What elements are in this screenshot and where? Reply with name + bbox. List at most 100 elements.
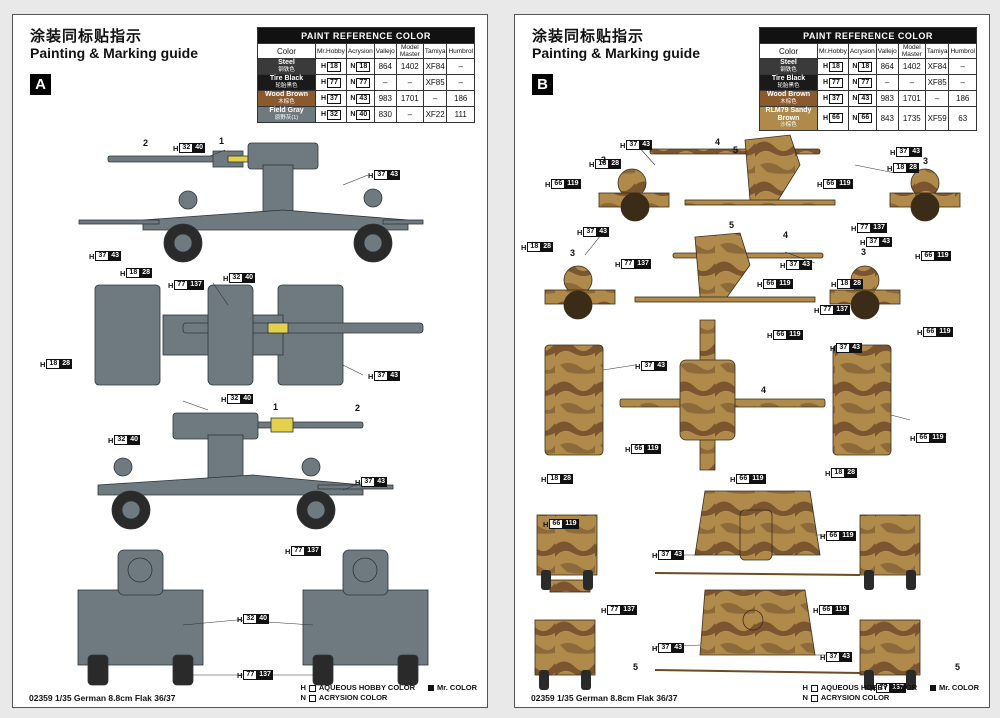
part-number: 4	[715, 137, 721, 147]
part-number: 3	[923, 156, 929, 166]
humbrol-cell: 111	[446, 106, 475, 123]
part-number: 4	[783, 230, 789, 240]
legend-acry: ACRYSION COLOR	[820, 693, 890, 702]
part-number: 1	[219, 136, 225, 146]
humbrol-cell: 63	[948, 106, 977, 131]
legend-prefix: N	[802, 693, 808, 702]
model-master-cell: 1701	[897, 90, 926, 107]
scheme-letter: B	[532, 74, 553, 95]
box-icon	[810, 694, 818, 702]
legend-hobby: AQUEOUS HOBBY COLOR	[318, 683, 415, 692]
page-title: Painting & Marking guide	[532, 45, 701, 61]
tamiya-cell: XF59	[924, 106, 950, 131]
scheme-letter: A	[30, 74, 51, 95]
footer-product: 02359 1/35 German 8.8cm Flak 36/37	[531, 693, 678, 703]
part-number: 1	[273, 402, 279, 412]
part-number: 5	[633, 662, 639, 672]
humbrol-cell: –	[446, 58, 475, 75]
legend-mr: Mr. COLOR	[436, 683, 477, 692]
footer-product: 02359 1/35 German 8.8cm Flak 36/37	[29, 693, 176, 703]
model-master-cell: 1735	[897, 106, 926, 131]
legend-hobby: AQUEOUS HOBBY COLOR	[820, 683, 917, 692]
model-master-cell: –	[395, 106, 424, 123]
legend-prefix: H	[300, 683, 306, 692]
gun-drawings-camouflage	[534, 134, 961, 690]
part-number: 4	[761, 385, 767, 395]
box-icon	[308, 694, 316, 702]
page-a: 涂装同标贴指示 Painting & Marking guide A PAINT…	[12, 14, 488, 708]
square-icon	[427, 685, 434, 691]
part-number: 3	[570, 248, 576, 258]
gun-drawings-field-gray	[77, 142, 429, 686]
part-number: 3	[861, 247, 867, 257]
part-number: 5	[729, 220, 735, 230]
part-number: 3	[601, 155, 607, 165]
legend-prefix: H	[802, 683, 808, 692]
page-title: Painting & Marking guide	[30, 45, 199, 61]
box-icon	[810, 684, 818, 692]
part-number: 5	[955, 662, 961, 672]
paint-reference-table: PAINT REFERENCE COLOR Color Mr.Hobby Acr…	[257, 27, 475, 123]
page-title-zh: 涂装同标贴指示	[532, 28, 645, 45]
